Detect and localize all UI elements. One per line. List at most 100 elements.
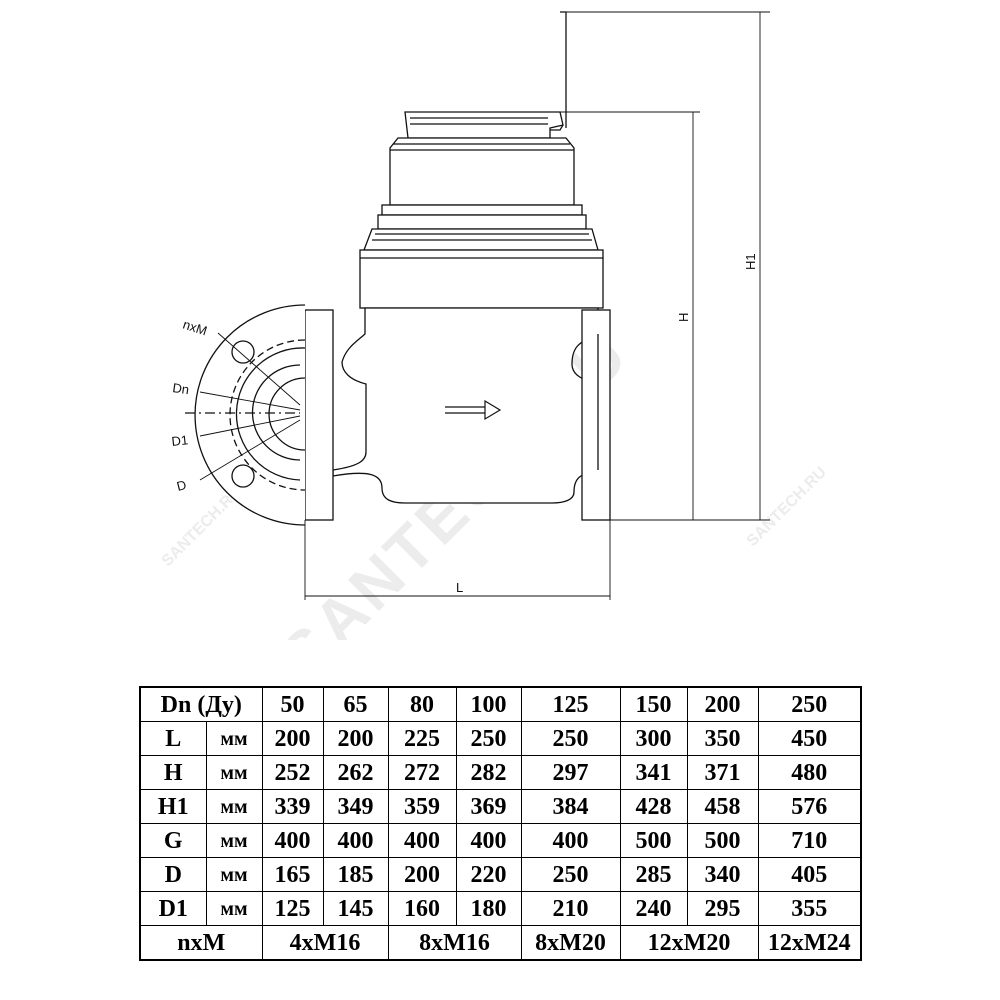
unit-cell: мм xyxy=(205,823,263,858)
param-cell: H1 xyxy=(139,789,207,824)
value-cell: 384 xyxy=(520,789,621,824)
value-cell: 165 xyxy=(261,857,324,892)
param-cell: H xyxy=(139,755,207,790)
bolt-cell: 8xM20 xyxy=(520,925,621,961)
param-cell: L xyxy=(139,721,207,756)
value-cell: 300 xyxy=(619,721,688,756)
value-cell: 500 xyxy=(619,823,688,858)
unit-cell: мм xyxy=(205,891,263,926)
param-cell: D xyxy=(139,857,207,892)
value-cell: 200 xyxy=(261,721,324,756)
value-cell: 185 xyxy=(322,857,389,892)
unit-cell: мм xyxy=(205,857,263,892)
value-cell: 180 xyxy=(455,891,522,926)
dimension-leaders xyxy=(199,332,301,481)
bolt-cell: 8xM16 xyxy=(387,925,522,961)
value-cell: 359 xyxy=(387,789,457,824)
value-cell: 252 xyxy=(261,755,324,790)
param-cell: G xyxy=(139,823,207,858)
header-cell: 50 xyxy=(261,686,324,722)
bolt-hole-top xyxy=(231,340,255,364)
label-D: D xyxy=(175,477,188,494)
table-row-bolts: nxM 4xM16 8xM16 8xM20 12xM20 12xM24 xyxy=(139,925,862,961)
value-cell: 285 xyxy=(619,857,688,892)
right-flange-side xyxy=(581,309,611,521)
value-cell: 350 xyxy=(686,721,759,756)
bolt-cell: 12xM20 xyxy=(619,925,759,961)
value-cell: 341 xyxy=(619,755,688,790)
value-cell: 250 xyxy=(520,721,621,756)
value-cell: 125 xyxy=(261,891,324,926)
unit-cell: мм xyxy=(205,721,263,756)
value-cell: 400 xyxy=(261,823,324,858)
dimension-H xyxy=(560,111,700,521)
value-cell: 400 xyxy=(520,823,621,858)
dimension-L xyxy=(304,520,611,600)
value-cell: 339 xyxy=(261,789,324,824)
left-flange-side xyxy=(304,309,334,521)
meter-lid xyxy=(404,111,564,139)
value-cell: 405 xyxy=(757,857,862,892)
value-cell: 355 xyxy=(757,891,862,926)
value-cell: 220 xyxy=(455,857,522,892)
meter-register-head xyxy=(389,137,575,206)
label-D1: D1 xyxy=(171,432,189,449)
param-cell: nxM xyxy=(139,925,263,961)
bolt-cell: 4xM16 xyxy=(261,925,389,961)
value-cell: 400 xyxy=(455,823,522,858)
value-cell: 340 xyxy=(686,857,759,892)
water-meter-drawing: SANTECH.RU SANTECH.RU SANTECH.RU xyxy=(159,11,830,640)
label-H: H xyxy=(676,313,691,322)
value-cell: 480 xyxy=(757,755,862,790)
value-cell: 250 xyxy=(455,721,522,756)
right-arrow-icon xyxy=(445,399,502,421)
table-header-row: Dn (Ду) 50 65 80 100 125 150 200 250 xyxy=(139,686,862,722)
label-H1: H1 xyxy=(743,253,758,270)
value-cell: 200 xyxy=(387,857,457,892)
bolt-hole-bottom xyxy=(231,464,255,488)
value-cell: 262 xyxy=(322,755,389,790)
value-cell: 282 xyxy=(455,755,522,790)
value-cell: 295 xyxy=(686,891,759,926)
value-cell: 349 xyxy=(322,789,389,824)
label-Dn: Dn xyxy=(172,380,191,397)
value-cell: 145 xyxy=(322,891,389,926)
header-cell: 250 xyxy=(757,686,862,722)
value-cell: 225 xyxy=(387,721,457,756)
unit-cell: мм xyxy=(205,755,263,790)
header-cell: 80 xyxy=(387,686,457,722)
value-cell: 400 xyxy=(387,823,457,858)
flange-front-view xyxy=(185,304,306,526)
value-cell: 272 xyxy=(387,755,457,790)
header-cell: Dn (Ду) xyxy=(139,686,263,722)
value-cell: 160 xyxy=(387,891,457,926)
value-cell: 428 xyxy=(619,789,688,824)
value-cell: 500 xyxy=(686,823,759,858)
unit-cell: мм xyxy=(205,789,263,824)
bolt-cell: 12xM24 xyxy=(757,925,862,961)
header-cell: 65 xyxy=(322,686,389,722)
value-cell: 250 xyxy=(520,857,621,892)
value-cell: 240 xyxy=(619,891,688,926)
header-cell: 150 xyxy=(619,686,688,722)
value-cell: 450 xyxy=(757,721,862,756)
param-cell: D1 xyxy=(139,891,207,926)
value-cell: 369 xyxy=(455,789,522,824)
value-cell: 297 xyxy=(520,755,621,790)
meter-body xyxy=(332,307,599,504)
label-nxM: nxM xyxy=(181,317,209,339)
header-cell: 200 xyxy=(686,686,759,722)
value-cell: 458 xyxy=(686,789,759,824)
label-L: L xyxy=(456,580,463,595)
value-cell: 576 xyxy=(757,789,862,824)
header-cell: 100 xyxy=(455,686,522,722)
value-cell: 200 xyxy=(322,721,389,756)
value-cell: 371 xyxy=(686,755,759,790)
value-cell: 400 xyxy=(322,823,389,858)
